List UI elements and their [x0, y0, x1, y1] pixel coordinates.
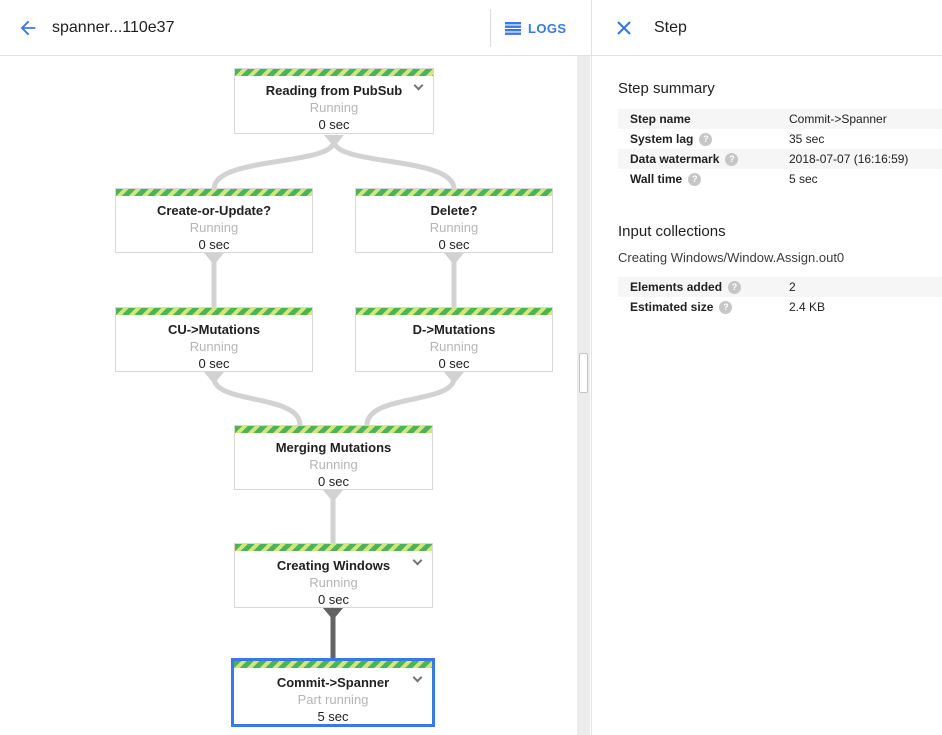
running-stripe-bar	[235, 544, 432, 551]
node-time: 0 sec	[438, 356, 470, 371]
running-stripe-bar	[356, 308, 552, 315]
row-label: Wall time ?	[630, 172, 789, 186]
row-value: 5 sec	[789, 172, 818, 186]
node-create-or-update[interactable]: Create-or-Update? Running 0 sec	[115, 188, 313, 253]
job-header: spanner...110e37 LOGS	[0, 0, 591, 56]
node-time: 0 sec	[317, 474, 350, 489]
edge	[364, 375, 457, 428]
node-title: Merging Mutations	[275, 440, 392, 455]
node-merging-mutations[interactable]: Merging Mutations Running 0 sec	[234, 425, 433, 490]
summary-row-wall-time: Wall time ? 5 sec	[618, 169, 942, 189]
pipeline-graph-canvas[interactable]: Reading from PubSub Running 0 sec Create…	[0, 56, 591, 735]
node-status: Part running	[297, 692, 369, 707]
running-stripe-bar	[116, 308, 312, 315]
node-title: D->Mutations	[412, 322, 496, 337]
running-stripe-bar	[234, 661, 432, 668]
node-status: Running	[309, 100, 359, 115]
logs-button-label: LOGS	[528, 20, 567, 36]
summary-row-step-name: Step name Commit->Spanner	[618, 109, 942, 129]
row-label-text: System lag	[630, 132, 694, 146]
job-title: spanner...110e37	[52, 18, 175, 36]
section-spacer	[618, 193, 942, 223]
node-time: 5 sec	[317, 709, 349, 724]
node-title: Commit->Spanner	[276, 675, 390, 690]
row-label: Elements added ?	[630, 280, 789, 294]
row-value: 2018-07-07 (16:16:59)	[789, 152, 909, 166]
help-icon[interactable]: ?	[719, 300, 733, 314]
scrollbar-thumb[interactable]	[579, 353, 588, 393]
row-label-text: Step name	[630, 112, 691, 126]
node-d-mutations[interactable]: D->Mutations Running 0 sec	[355, 307, 553, 372]
node-delete[interactable]: Delete? Running 0 sec	[355, 188, 553, 253]
row-value: 2.4 KB	[789, 300, 826, 314]
running-stripe-bar	[116, 189, 312, 196]
step-panel-body: Step summary Step name Commit->Spanner S…	[592, 56, 942, 317]
node-time: 0 sec	[317, 592, 350, 607]
row-label-text: Elements added	[630, 280, 723, 294]
help-icon[interactable]: ?	[699, 132, 713, 146]
node-reading-from-pubsub[interactable]: Reading from PubSub Running 0 sec	[234, 68, 434, 134]
node-time: 0 sec	[198, 356, 230, 371]
header-divider	[490, 9, 491, 47]
summary-row-system-lag: System lag ? 35 sec	[618, 129, 942, 149]
graph-edges	[204, 135, 464, 660]
close-icon	[617, 20, 631, 35]
input-collections-table: Elements added ? 2 Estimated size ? 2.4 …	[618, 277, 942, 317]
node-creating-windows[interactable]: Creating Windows Running 0 sec	[234, 543, 433, 608]
node-status: Running	[429, 220, 479, 235]
step-summary-table: Step name Commit->Spanner System lag ? 3…	[618, 109, 942, 189]
step-summary-heading: Step summary	[618, 80, 715, 97]
row-value: 35 sec	[789, 132, 825, 146]
edge	[211, 375, 303, 428]
node-cu-mutations[interactable]: CU->Mutations Running 0 sec	[115, 307, 313, 372]
panel-title: Step	[654, 18, 687, 36]
node-commit-spanner[interactable]: Commit->Spanner Part running 5 sec	[231, 658, 435, 727]
logs-button[interactable]: LOGS	[505, 0, 566, 56]
row-label: Data watermark ?	[630, 152, 789, 166]
help-icon[interactable]: ?	[688, 172, 702, 186]
running-stripe-bar	[356, 189, 552, 196]
node-time: 0 sec	[438, 237, 470, 252]
node-time: 0 sec	[198, 237, 230, 252]
row-label-text: Data watermark	[630, 152, 720, 166]
running-stripe-bar	[235, 426, 432, 433]
row-label-text: Estimated size	[630, 300, 714, 314]
edge	[331, 138, 457, 192]
row-label-text: Wall time	[630, 172, 683, 186]
node-status: Running	[429, 339, 479, 354]
collection-name: Creating Windows/Window.Assign.out0	[618, 250, 845, 265]
back-button[interactable]	[8, 8, 48, 48]
arrow-back-icon	[20, 20, 36, 35]
step-details-panel: Step Step summary Step name Commit->Span…	[591, 0, 942, 735]
node-title: Creating Windows	[276, 558, 391, 573]
collection-row-estimated-size: Estimated size ? 2.4 KB	[618, 297, 942, 317]
close-button[interactable]	[604, 8, 644, 48]
row-label: Step name	[630, 112, 789, 126]
node-title: Delete?	[430, 203, 478, 218]
row-value: Commit->Spanner	[789, 112, 887, 126]
edge	[211, 138, 337, 192]
summary-row-data-watermark: Data watermark ? 2018-07-07 (16:16:59)	[618, 149, 942, 169]
help-icon[interactable]: ?	[728, 280, 742, 294]
node-title: CU->Mutations	[167, 322, 261, 337]
row-value: 2	[789, 280, 796, 294]
scrollbar-track[interactable]	[577, 56, 590, 735]
step-panel-header: Step	[592, 0, 942, 56]
graph-panel: spanner...110e37 LOGS	[0, 0, 591, 735]
logs-list-icon	[505, 21, 521, 35]
collection-row-elements-added: Elements added ? 2	[618, 277, 942, 297]
node-status: Running	[309, 575, 358, 590]
node-status: Running	[189, 220, 239, 235]
row-label: Estimated size ?	[630, 300, 789, 314]
running-stripe-bar	[235, 69, 433, 76]
node-title: Create-or-Update?	[156, 203, 272, 218]
node-title: Reading from PubSub	[265, 83, 403, 98]
node-time: 0 sec	[318, 117, 350, 132]
row-label: System lag ?	[630, 132, 789, 146]
node-status: Running	[309, 457, 358, 472]
input-collections-heading: Input collections	[618, 223, 726, 240]
node-status: Running	[189, 339, 239, 354]
help-icon[interactable]: ?	[725, 152, 739, 166]
